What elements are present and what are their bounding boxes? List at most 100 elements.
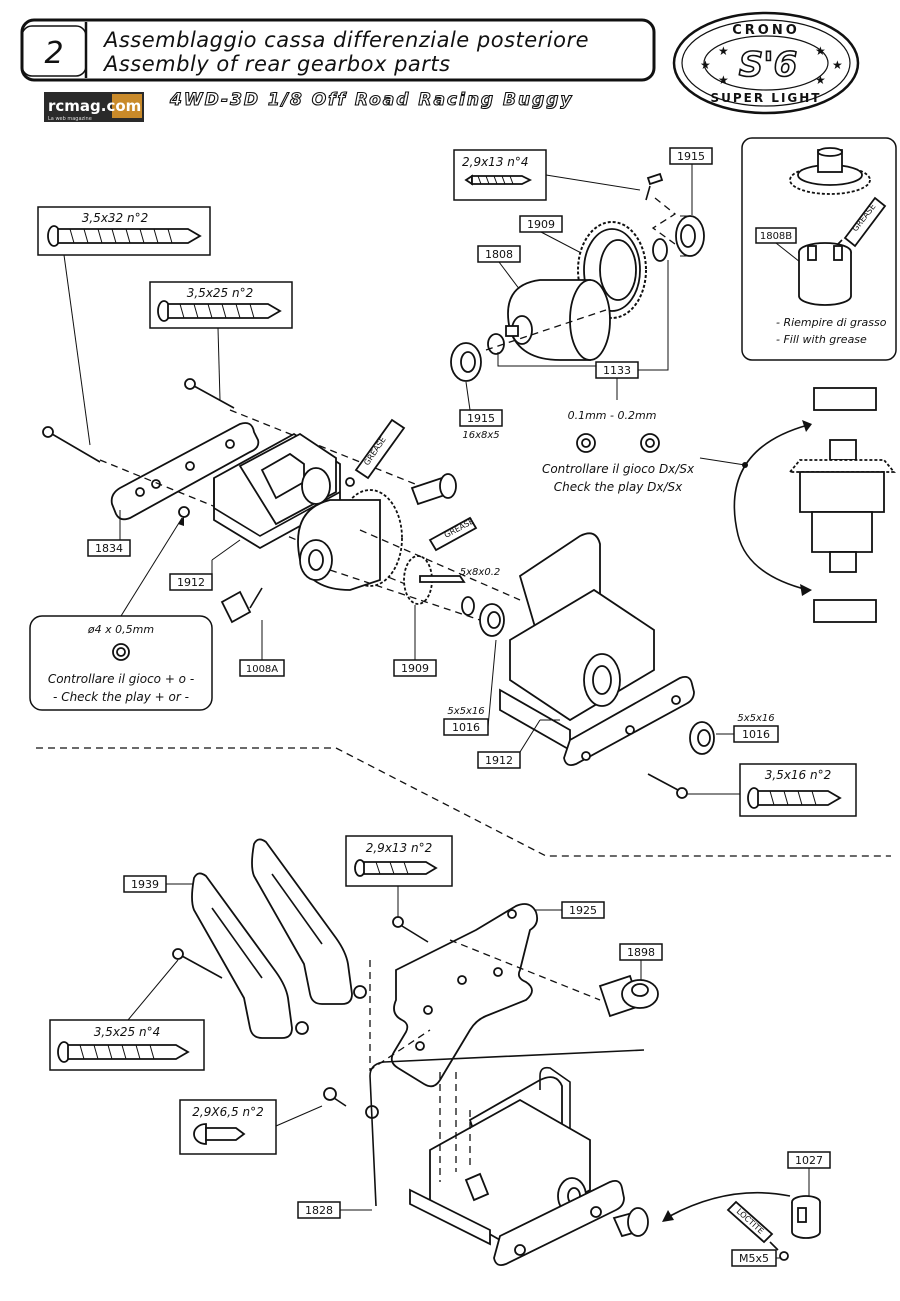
model-subtitle: 4WD-3D 1/8 Off Road Racing Buggy <box>169 90 574 110</box>
screw-spec-text: 2,9x13 n°2 <box>366 841 433 855</box>
screw-label-3-5x16 <box>739 763 857 817</box>
screw-spec-text: 2,9X6,5 n°2 <box>192 1105 263 1119</box>
long-screw-icon <box>42 426 101 463</box>
part-number: 1909 <box>527 218 555 231</box>
title-box <box>20 18 656 82</box>
screw-icon <box>747 787 842 809</box>
part-label-1912 <box>169 573 213 591</box>
shim-range: 0.1mm - 0.2mm <box>568 409 657 422</box>
title-italian: Assemblaggio cassa differenziale posteri… <box>102 28 589 52</box>
screw-icon <box>57 1041 190 1063</box>
part-label-1915-b <box>459 409 503 427</box>
part-label-1834 <box>87 539 131 557</box>
washer-icon <box>178 506 190 518</box>
part-number: 1027 <box>795 1154 823 1167</box>
svg-text:★: ★ <box>718 73 729 87</box>
long-screw-icon <box>647 773 688 799</box>
part-number: 1828 <box>305 1204 333 1217</box>
final-assembly: 1939 2,9x13 n°2 1925 <box>49 835 831 1267</box>
part-number: 1016 <box>742 728 770 741</box>
part-number: 1016 <box>452 721 480 734</box>
pinion-gear-icon <box>403 555 466 605</box>
long-screw-icon <box>392 916 429 943</box>
mount-post-icon <box>598 974 659 1018</box>
small-screw-icon <box>645 172 664 201</box>
screw-icon <box>464 174 533 186</box>
differential-icon <box>297 489 403 591</box>
anti-roll-bar-icon <box>369 1049 645 1207</box>
part-number: 1915 <box>677 150 705 163</box>
svg-text:★: ★ <box>700 58 711 72</box>
shim-icon <box>652 238 668 262</box>
part-number: 1912 <box>485 754 513 767</box>
bearing-dimension: 16x8x5 <box>462 430 499 441</box>
loctite-tag: LOCTITE <box>735 1207 766 1236</box>
shim-icon <box>487 333 505 355</box>
diff-housing-icon <box>798 242 852 306</box>
screw-icon <box>354 859 438 877</box>
play-note-dxsx-en: Check the play Dx/Sx <box>554 480 683 494</box>
screw-spec-text: 2,9x13 n°4 <box>462 155 529 169</box>
part-label-1912-b <box>477 751 521 769</box>
gear-icon <box>789 147 871 195</box>
section-separator <box>36 747 891 857</box>
svg-text:★: ★ <box>815 73 826 87</box>
washer-dimension: ø4 x 0,5mm <box>87 623 154 636</box>
shim-washer-icon <box>576 433 660 453</box>
wing-plate-icon <box>390 903 539 1088</box>
part-number: 1834 <box>95 542 123 555</box>
bearing-dimension: 5x5x16 <box>737 713 774 724</box>
svg-text:★: ★ <box>718 44 729 58</box>
part-label-1915 <box>669 147 713 165</box>
grease-tube-icon <box>428 516 478 552</box>
screw-label-2-9x13-top <box>453 149 547 201</box>
long-screw-icon <box>184 378 235 409</box>
long-screw-icon <box>172 948 223 979</box>
brand-logo-text: rcmag.com <box>48 97 141 115</box>
screw-label-2-9x6-5 <box>179 1099 277 1155</box>
play-note-pm-it: Controllare il gioco + o - <box>48 672 194 686</box>
screw-spec-text: 3,5x25 n°4 <box>94 1025 161 1039</box>
part-number: 1808 <box>485 248 513 261</box>
part-number: 1909 <box>401 662 429 675</box>
svg-text:★: ★ <box>832 58 843 72</box>
loctite-tube-icon <box>726 1200 779 1251</box>
bearing-icon <box>675 215 705 257</box>
gearbox-half-icon <box>213 432 341 550</box>
screw-spec-text: 3,5x25 n°2 <box>187 286 254 300</box>
outdrive-icon <box>612 1207 649 1238</box>
part-number: 1008A <box>246 664 278 675</box>
grease-inset: GREASE 1808B - Riempire di grasso - Fill… <box>741 137 897 361</box>
play-note-dxsx-it: Controllare il gioco Dx/Sx <box>542 462 695 476</box>
play-arrow <box>733 424 809 591</box>
grease-note-it: - Riempire di grasso <box>776 316 887 329</box>
screw-icon <box>193 1123 246 1145</box>
outdrive-icon <box>220 473 457 624</box>
diff-housing-icon <box>505 279 611 361</box>
part-number: 1912 <box>177 576 205 589</box>
grease-tube-icon <box>345 418 406 487</box>
part-number: 1915 <box>467 412 495 425</box>
part-number: 1133 <box>603 364 631 377</box>
small-screw-icon <box>323 1087 347 1107</box>
part-number: 1898 <box>627 946 655 959</box>
part-number: M5x5 <box>739 1252 769 1265</box>
bearing-icon <box>450 342 482 382</box>
gearbox-half-icon <box>499 532 695 767</box>
bearing-dimension: 5x5x16 <box>447 706 484 717</box>
part-number: 1939 <box>131 878 159 891</box>
part-number: 1925 <box>569 904 597 917</box>
svg-text:★: ★ <box>815 44 826 58</box>
step-number: 2 <box>44 36 63 71</box>
diff-detail: 2,9x13 n°4 1915 1909 <box>450 147 713 494</box>
play-note-pm-en: - Check the play + or - <box>53 690 189 704</box>
star-icon: ★ ★ ★ ★ ★ ★ <box>700 44 843 87</box>
badge-center-text: S'6 <box>739 45 798 85</box>
screw-icon <box>157 300 282 322</box>
screw-spec-text: 3,5x16 n°2 <box>765 768 832 782</box>
shim-icon <box>461 596 475 616</box>
crono-badge: CRONO S'6 SUPER LIGHT ★ ★ ★ ★ ★ ★ <box>672 11 860 115</box>
assembled-gearbox-icon <box>409 1066 625 1267</box>
grease-note-en: - Fill with grease <box>776 333 867 346</box>
